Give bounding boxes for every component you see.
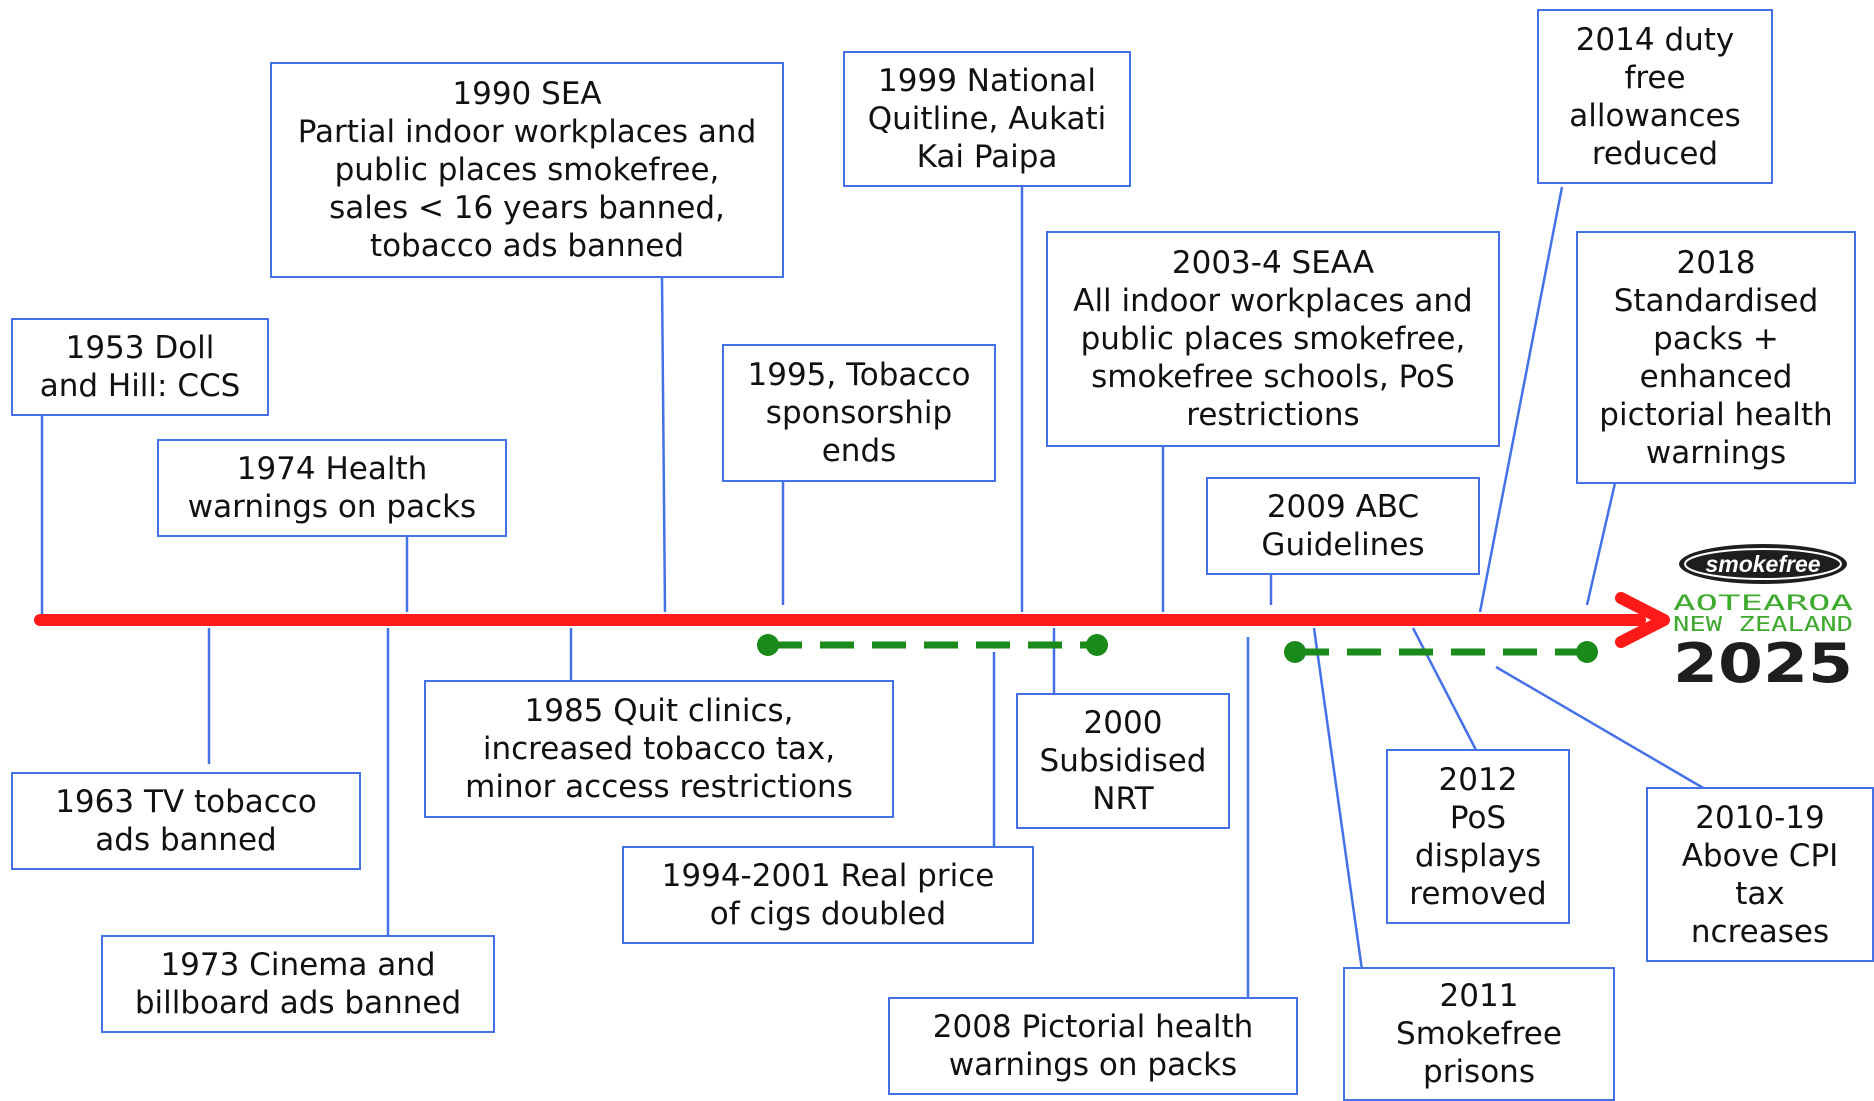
timeline-arrow-head [1615, 592, 1670, 648]
connector-2018 [1585, 482, 1617, 606]
event-1974-health-warnings: 1974 Health warnings on packs [157, 439, 507, 537]
event-1973-cinema-billboard-ads: 1973 Cinema and billboard ads banned [101, 935, 495, 1033]
range-1994-2001-end-dot [1086, 634, 1108, 656]
event-2010-19-tax-increases: 2010-19 Above CPI tax ncreases [1646, 787, 1874, 962]
connector-lines [40, 186, 1706, 997]
range-2010-2019-end-dot [1576, 641, 1598, 663]
smokefree-badge-shape [1679, 544, 1847, 584]
event-2011-smokefree-prisons: 2011 Smokefree prisons [1343, 967, 1615, 1101]
event-1963-tv-ads-banned: 1963 TV tobacco ads banned [11, 772, 361, 870]
connector-2014 [1478, 186, 1564, 613]
event-1990-sea: 1990 SEA Partial indoor workplaces and p… [270, 62, 784, 278]
event-2000-subsidised-nrt: 2000 Subsidised NRT [1016, 693, 1230, 829]
connector-2012 [1411, 627, 1478, 751]
smokefree-2025-logo: smokefree AOTEAROA NEW ZEALAND 2025 [1673, 544, 1854, 688]
smokefree-badge-ring [1684, 548, 1842, 580]
event-1999-national-quitline: 1999 National Quitline, Aukati Kai Paipa [843, 51, 1131, 187]
connector-2011 [1312, 627, 1364, 971]
timeline-axis [34, 592, 1670, 648]
event-1995-sponsorship-ends: 1995, Tobacco sponsorship ends [722, 344, 996, 482]
logo-aotearoa-text: AOTEAROA [1673, 591, 1854, 615]
event-1994-2001-price-doubled: 1994-2001 Real price of cigs doubled [622, 846, 1034, 944]
period-ranges [757, 634, 1598, 663]
event-1953-doll-hill: 1953 Doll and Hill: CCS [11, 318, 269, 416]
event-2003-4-seaa: 2003-4 SEAA All indoor workplaces and pu… [1046, 231, 1500, 447]
event-2014-duty-free-reduced: 2014 duty free allowances reduced [1537, 9, 1773, 184]
event-2012-pos-displays-removed: 2012 PoS displays removed [1386, 749, 1570, 924]
event-2008-pictorial-warnings: 2008 Pictorial health warnings on packs [888, 997, 1298, 1095]
event-2009-abc-guidelines: 2009 ABC Guidelines [1206, 477, 1480, 575]
smokefree-badge-text: smokefree [1705, 551, 1820, 577]
event-1985-quit-clinics: 1985 Quit clinics, increased tobacco tax… [424, 680, 894, 818]
event-2018-standardised-packs: 2018 Standardised packs + enhanced picto… [1576, 231, 1856, 484]
connector-1990 [660, 277, 667, 613]
logo-year-text: 2025 [1673, 632, 1853, 688]
connector-2010 [1495, 665, 1706, 791]
logo-new-zealand-text: NEW ZEALAND [1673, 612, 1853, 636]
range-1994-2001-start-dot [757, 634, 779, 656]
range-2010-2019-start-dot [1284, 641, 1306, 663]
